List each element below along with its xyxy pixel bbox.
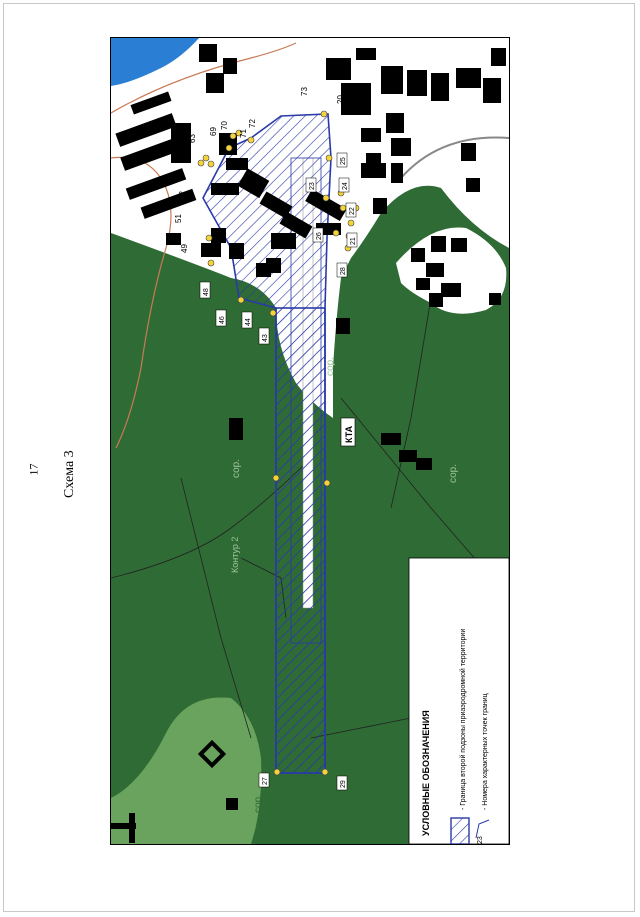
point-labels: 73 20 72 71 70 69 63 53 52 51 49 48 46 4… (174, 87, 358, 791)
legend-point-sample: 23 (477, 836, 484, 844)
point-label: 22 (349, 207, 356, 215)
water-body (111, 38, 199, 86)
point-label: 23 (309, 182, 316, 190)
map-canvas: 73 20 72 71 70 69 63 53 52 51 49 48 46 4… (111, 38, 509, 844)
point-label: 53 (174, 154, 183, 163)
point-label: 71 (239, 129, 248, 138)
point-label: 69 (209, 127, 218, 136)
page-border (3, 3, 635, 912)
meadow-area (111, 697, 262, 844)
boundary-line (180, 477, 252, 739)
point-label: 51 (174, 214, 183, 223)
legend-point-text: - Номера характерных точек границ (482, 693, 489, 810)
runway-outline (290, 157, 322, 644)
point-label: 21 (350, 237, 357, 245)
map-frame: 73 20 72 71 70 69 63 53 52 51 49 48 46 4… (110, 37, 510, 845)
point-label: 43 (262, 334, 269, 342)
road-line (400, 136, 509, 179)
point-label: 63 (188, 134, 197, 143)
legend-title: УСЛОВНЫЕ ОБОЗНАЧЕНИЯ (421, 710, 431, 836)
sor-label: сор. (231, 459, 242, 478)
boundary-line (390, 297, 432, 509)
point-label: 20 (336, 95, 345, 104)
sor-label: сор. (448, 464, 459, 483)
point-label: 70 (220, 121, 229, 130)
landmark-marker (197, 739, 227, 769)
kontur-label: Контур 2 (230, 537, 240, 573)
legend-zone-swatch (450, 817, 470, 844)
sor-label: сор. (253, 794, 264, 813)
scheme-title: Схема 3 (62, 450, 77, 498)
point-label: 28 (340, 267, 347, 275)
map-text-labels: КТА сор. сор. сор. сор. Контур 2 (230, 357, 459, 813)
point-label: 52 (178, 191, 187, 200)
airfield-zone-strip (275, 307, 326, 774)
point-label: 44 (245, 318, 252, 326)
sor-label: сор. (325, 357, 336, 376)
kta-label: КТА (344, 425, 354, 443)
legend-zone-text: - Граница второй подзоны приаэродромной … (459, 629, 467, 810)
legend-point-swatch (475, 819, 490, 839)
point-label: 26 (316, 232, 323, 240)
road-line (111, 156, 172, 449)
point-label: 24 (342, 182, 349, 190)
buildings (111, 44, 506, 843)
point-label: 73 (300, 87, 309, 96)
point-label: 25 (340, 157, 347, 165)
point-label: 72 (248, 119, 257, 128)
point-label: 49 (180, 244, 189, 253)
point-label: 29 (340, 780, 347, 788)
page-number: 17 (26, 463, 41, 476)
point-label: 46 (219, 316, 226, 324)
point-label: 27 (262, 777, 269, 785)
legend-panel: УСЛОВНЫЕ ОБОЗНАЧЕНИЯ - Граница второй по… (408, 557, 509, 844)
point-label: 48 (203, 288, 210, 296)
